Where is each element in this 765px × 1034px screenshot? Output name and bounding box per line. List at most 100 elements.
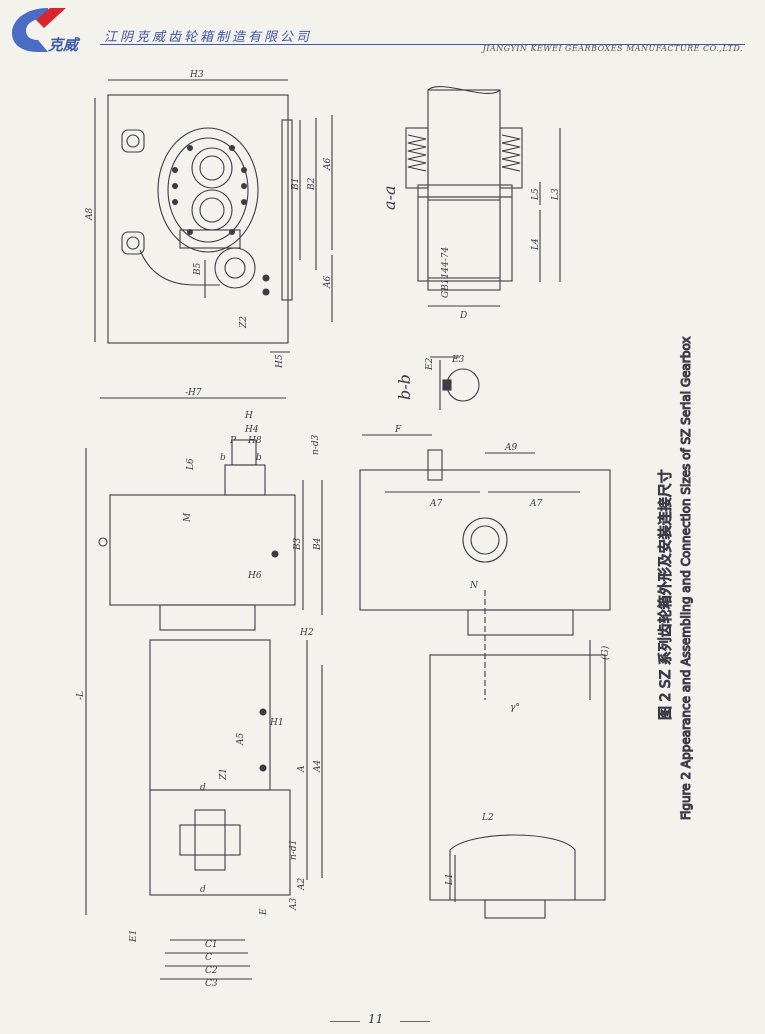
label-A: A <box>297 765 307 773</box>
label-L1: L1 <box>445 873 455 886</box>
caption-cn: 图 2 SZ 系列齿轮箱外形及安装连接尺寸 <box>657 469 674 720</box>
label-B1: B1 <box>291 178 301 191</box>
label-E3: E3 <box>451 355 465 365</box>
label-A5: A5 <box>236 733 246 746</box>
lifting-lug-2 <box>121 231 145 255</box>
label-G: (G) <box>600 645 611 660</box>
caption-en: Figure 2 Appearance and Assembling and C… <box>679 336 693 820</box>
label-B2: B2 <box>307 177 317 191</box>
label-b2: b <box>256 453 262 463</box>
label-E1: E1 <box>129 930 139 943</box>
label-A8: A8 <box>85 208 95 221</box>
end-view <box>94 79 333 353</box>
label-L: -L <box>76 691 86 700</box>
label-N: N <box>469 581 479 591</box>
lifting-lug-1 <box>121 129 145 153</box>
motor-base <box>149 789 291 896</box>
label-E: E <box>259 908 269 916</box>
label-L2: L2 <box>481 813 494 823</box>
label-nd3: n-d3 <box>311 434 321 455</box>
label-B3: B3 <box>293 537 303 551</box>
label-A7b: A7 <box>529 499 542 509</box>
input-shaft <box>224 464 266 496</box>
label-L4: L4 <box>531 238 541 251</box>
output-bore <box>214 247 256 289</box>
label-H5: H5 <box>275 354 285 369</box>
footer-line-right <box>400 1021 430 1022</box>
coupling <box>159 604 256 631</box>
logo-swoosh-blue <box>12 8 48 52</box>
end-view-outline <box>107 94 289 344</box>
label-F: F <box>394 425 402 435</box>
spring-right <box>499 127 523 189</box>
shaft-section <box>446 368 480 402</box>
label-A9: A9 <box>504 443 517 453</box>
label-M: M <box>183 512 193 523</box>
logo-swoosh-red <box>36 8 66 28</box>
label-A4: A4 <box>313 760 323 773</box>
side-motor-base <box>449 834 576 901</box>
header-rule <box>100 44 745 45</box>
side-input <box>427 449 443 481</box>
label-P: P <box>229 436 237 446</box>
label-L5: L5 <box>531 188 541 201</box>
side-flange <box>281 119 293 301</box>
plan-view <box>85 397 323 980</box>
label-A6b: A6 <box>323 276 333 289</box>
page-number: 11 <box>368 1012 384 1026</box>
gear-housing <box>157 127 259 253</box>
label-H7: -H7 <box>185 388 202 398</box>
sleeve-collar <box>417 184 513 198</box>
motor-body <box>149 639 271 791</box>
label-H8: H8 <box>247 436 262 446</box>
label-H: H <box>244 411 253 421</box>
label-H3: H3 <box>189 70 204 80</box>
label-C: C <box>205 953 212 963</box>
side-motor <box>429 654 606 901</box>
side-view <box>359 434 611 919</box>
logo-text: 克威 <box>48 36 81 54</box>
label-A7a: A7 <box>429 499 442 509</box>
label-A2: A2 <box>297 878 307 891</box>
label-Z2: Z2 <box>239 316 249 329</box>
label-d2: d <box>200 885 206 895</box>
side-bore <box>462 517 508 563</box>
section-aa-title: a-a <box>380 186 399 210</box>
label-A3: A3 <box>289 898 299 911</box>
side-coupling <box>467 609 574 636</box>
label-y: γ° <box>510 703 520 713</box>
section-aa <box>405 85 561 307</box>
company-name-en: JIANGYIN KEWEI GEARBOXES MANUFACTURE CO.… <box>482 44 743 53</box>
company-name-cn: 江阴克威齿轮箱制造有限公司 <box>104 30 313 45</box>
label-Z1: Z1 <box>219 768 229 781</box>
section-bb <box>430 356 480 410</box>
section-bb-title: b-b <box>395 374 414 400</box>
technical-drawing: H3 A8 B1 B2 A6 A6 B5 Z2 H5 L5 L3 L4 D GB… <box>76 70 694 989</box>
label-C2: C2 <box>205 966 218 976</box>
label-b1: b <box>220 453 226 463</box>
label-H6: H6 <box>247 571 262 581</box>
label-nd1: n-d1 <box>289 840 299 860</box>
label-E2: E2 <box>425 357 435 371</box>
spline-gear-2 <box>191 189 233 231</box>
label-B5: B5 <box>193 262 203 276</box>
spline-gear-1 <box>191 147 233 189</box>
label-d1: d <box>200 783 206 793</box>
label-L6: L6 <box>186 458 196 471</box>
side-body <box>359 469 611 611</box>
footer-line-left <box>330 1021 360 1022</box>
label-A6: A6 <box>323 158 333 171</box>
figure-caption: 图 2 SZ 系列齿轮箱外形及安装连接尺寸 Figure 2 Appearanc… <box>656 336 693 821</box>
label-C3: C3 <box>205 979 218 989</box>
label-standard: GB1144-74 <box>441 247 451 298</box>
label-H2: H2 <box>299 628 314 638</box>
spring-left <box>405 127 429 189</box>
kewei-logo: 克威 <box>12 8 81 54</box>
label-H4: H4 <box>244 425 259 435</box>
label-H1: H1 <box>269 718 284 728</box>
motor-flange-curve <box>139 249 220 286</box>
boss-rect <box>179 229 241 249</box>
gearbox-body <box>109 494 296 606</box>
page-header: 克威 江阴克威齿轮箱制造有限公司 JIANGYIN KEWEI GEARBOXE… <box>0 0 765 60</box>
label-C1: C1 <box>205 940 218 950</box>
